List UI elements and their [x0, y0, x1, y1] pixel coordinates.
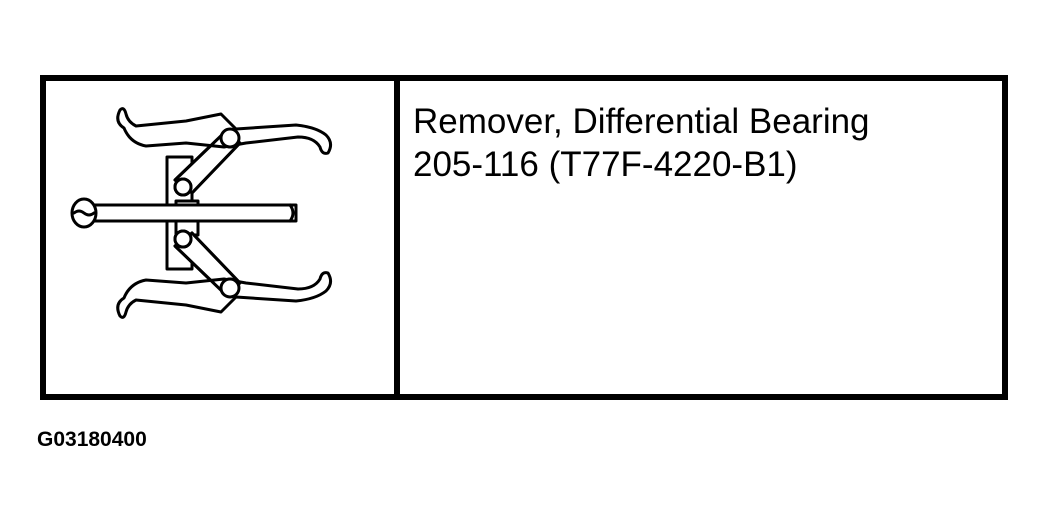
bearing-puller-icon	[70, 107, 333, 319]
figure-id: G03180400	[37, 428, 147, 451]
tool-table: Remover, Differential Bearing 205-116 (T…	[40, 75, 1008, 400]
tool-number: 205-116 (T77F-4220-B1)	[413, 145, 798, 184]
description-cell: Remover, Differential Bearing 205-116 (T…	[400, 81, 1002, 394]
tool-name: Remover, Differential Bearing	[413, 102, 870, 141]
illustration-cell	[46, 81, 400, 394]
